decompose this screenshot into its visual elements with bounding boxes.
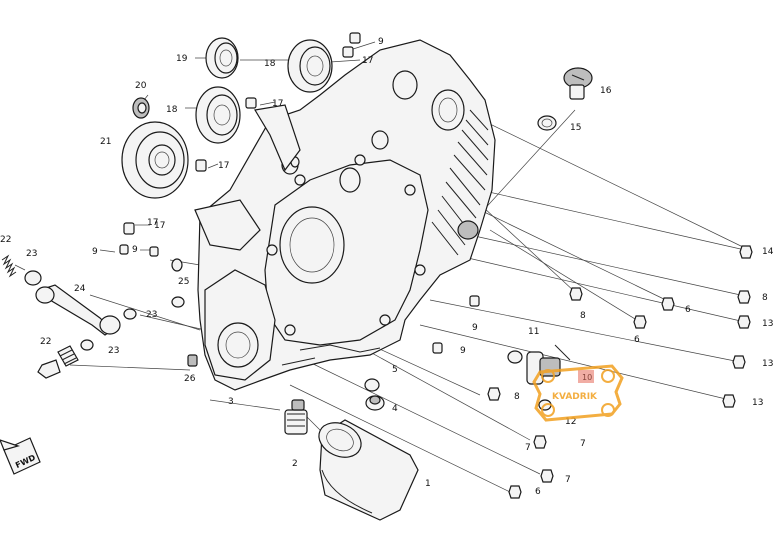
callout-22-a: 22 bbox=[40, 337, 51, 347]
callout-25: 25 bbox=[178, 277, 189, 287]
callout-14: 14 bbox=[762, 247, 774, 257]
callout-9-e: 9 bbox=[460, 346, 466, 356]
callout-7-c: 7 bbox=[525, 443, 531, 453]
callout-7-b: 7 bbox=[565, 475, 571, 485]
callout-23-c: 23 bbox=[108, 346, 119, 356]
callout-4: 4 bbox=[392, 404, 398, 414]
oil-filler bbox=[537, 67, 593, 131]
callout-18-b: 18 bbox=[166, 105, 178, 115]
watermark-text: KVADRIK bbox=[552, 392, 598, 402]
callout-8-b: 8 bbox=[762, 293, 768, 303]
callout-17-c: 17 bbox=[218, 161, 229, 171]
oil-filter-1 bbox=[318, 419, 419, 521]
callout-12: 12 bbox=[565, 417, 576, 427]
callout-20: 20 bbox=[135, 81, 147, 91]
filter-plug-2 bbox=[284, 399, 308, 435]
callout-9-b: 9 bbox=[92, 247, 98, 257]
crankcase-body bbox=[194, 39, 496, 391]
spring-22-top bbox=[1, 254, 17, 278]
callout-10-highlight bbox=[578, 370, 594, 383]
watermark-logo: KVADRIK bbox=[532, 364, 624, 422]
callout-5: 5 bbox=[392, 365, 398, 375]
callout-21: 21 bbox=[100, 137, 111, 147]
callout-7-a: 7 bbox=[580, 439, 586, 449]
callout-26: 26 bbox=[184, 374, 196, 384]
callout-13-a: 13 bbox=[762, 319, 773, 329]
bolt-13-b bbox=[732, 355, 746, 369]
bolt-14 bbox=[739, 245, 753, 259]
callouts: 1 2 3 4 5 6 6 6 7 7 7 8 8 8 9 9 9 9 9 10… bbox=[0, 37, 774, 497]
callout-22-b: 22 bbox=[0, 235, 11, 245]
callout-9-d: 9 bbox=[472, 323, 478, 333]
drain-plug-22 bbox=[37, 345, 79, 379]
callout-6-b: 6 bbox=[634, 335, 640, 345]
callout-16: 16 bbox=[600, 86, 612, 96]
callout-1: 1 bbox=[425, 479, 431, 489]
dowels bbox=[119, 32, 480, 354]
callout-6-c: 6 bbox=[535, 487, 541, 497]
left-parts bbox=[1, 254, 198, 379]
bolt-13-c bbox=[722, 394, 736, 408]
bearings bbox=[121, 37, 333, 199]
seal-20 bbox=[132, 97, 150, 119]
forward-direction-arrow: FWD bbox=[0, 437, 41, 475]
callout-17-b: 17 bbox=[272, 99, 283, 109]
callout-23-b: 23 bbox=[146, 310, 157, 320]
right-bolts bbox=[487, 245, 753, 499]
callout-9-c: 9 bbox=[132, 245, 138, 255]
bearing-18-middle bbox=[195, 86, 241, 144]
bearing-18-upper bbox=[287, 39, 333, 93]
bearing-21 bbox=[121, 121, 189, 199]
callout-8-c: 8 bbox=[514, 392, 520, 402]
callout-17-e: 17 bbox=[147, 218, 158, 228]
callout-18-a: 18 bbox=[264, 59, 276, 69]
callout-17-d: 17 bbox=[154, 221, 165, 231]
callout-6-a: 6 bbox=[685, 305, 691, 315]
leader-lines bbox=[14, 41, 746, 493]
callout-9-a: 9 bbox=[378, 37, 384, 47]
callout-15: 15 bbox=[570, 123, 581, 133]
callout-11: 11 bbox=[528, 327, 539, 337]
callout-3: 3 bbox=[228, 397, 234, 407]
callout-23-a: 23 bbox=[26, 249, 37, 259]
callout-13-c: 13 bbox=[752, 398, 763, 408]
callout-17-a: 17 bbox=[362, 56, 373, 66]
bolt-13-a bbox=[737, 315, 751, 329]
callout-8-a: 8 bbox=[580, 311, 586, 321]
bearing-19 bbox=[205, 37, 239, 79]
bolt-8-right bbox=[737, 290, 751, 304]
callout-24: 24 bbox=[74, 284, 86, 294]
callout-2: 2 bbox=[292, 459, 298, 469]
callout-19: 19 bbox=[176, 54, 188, 64]
callout-13-b: 13 bbox=[762, 359, 773, 369]
